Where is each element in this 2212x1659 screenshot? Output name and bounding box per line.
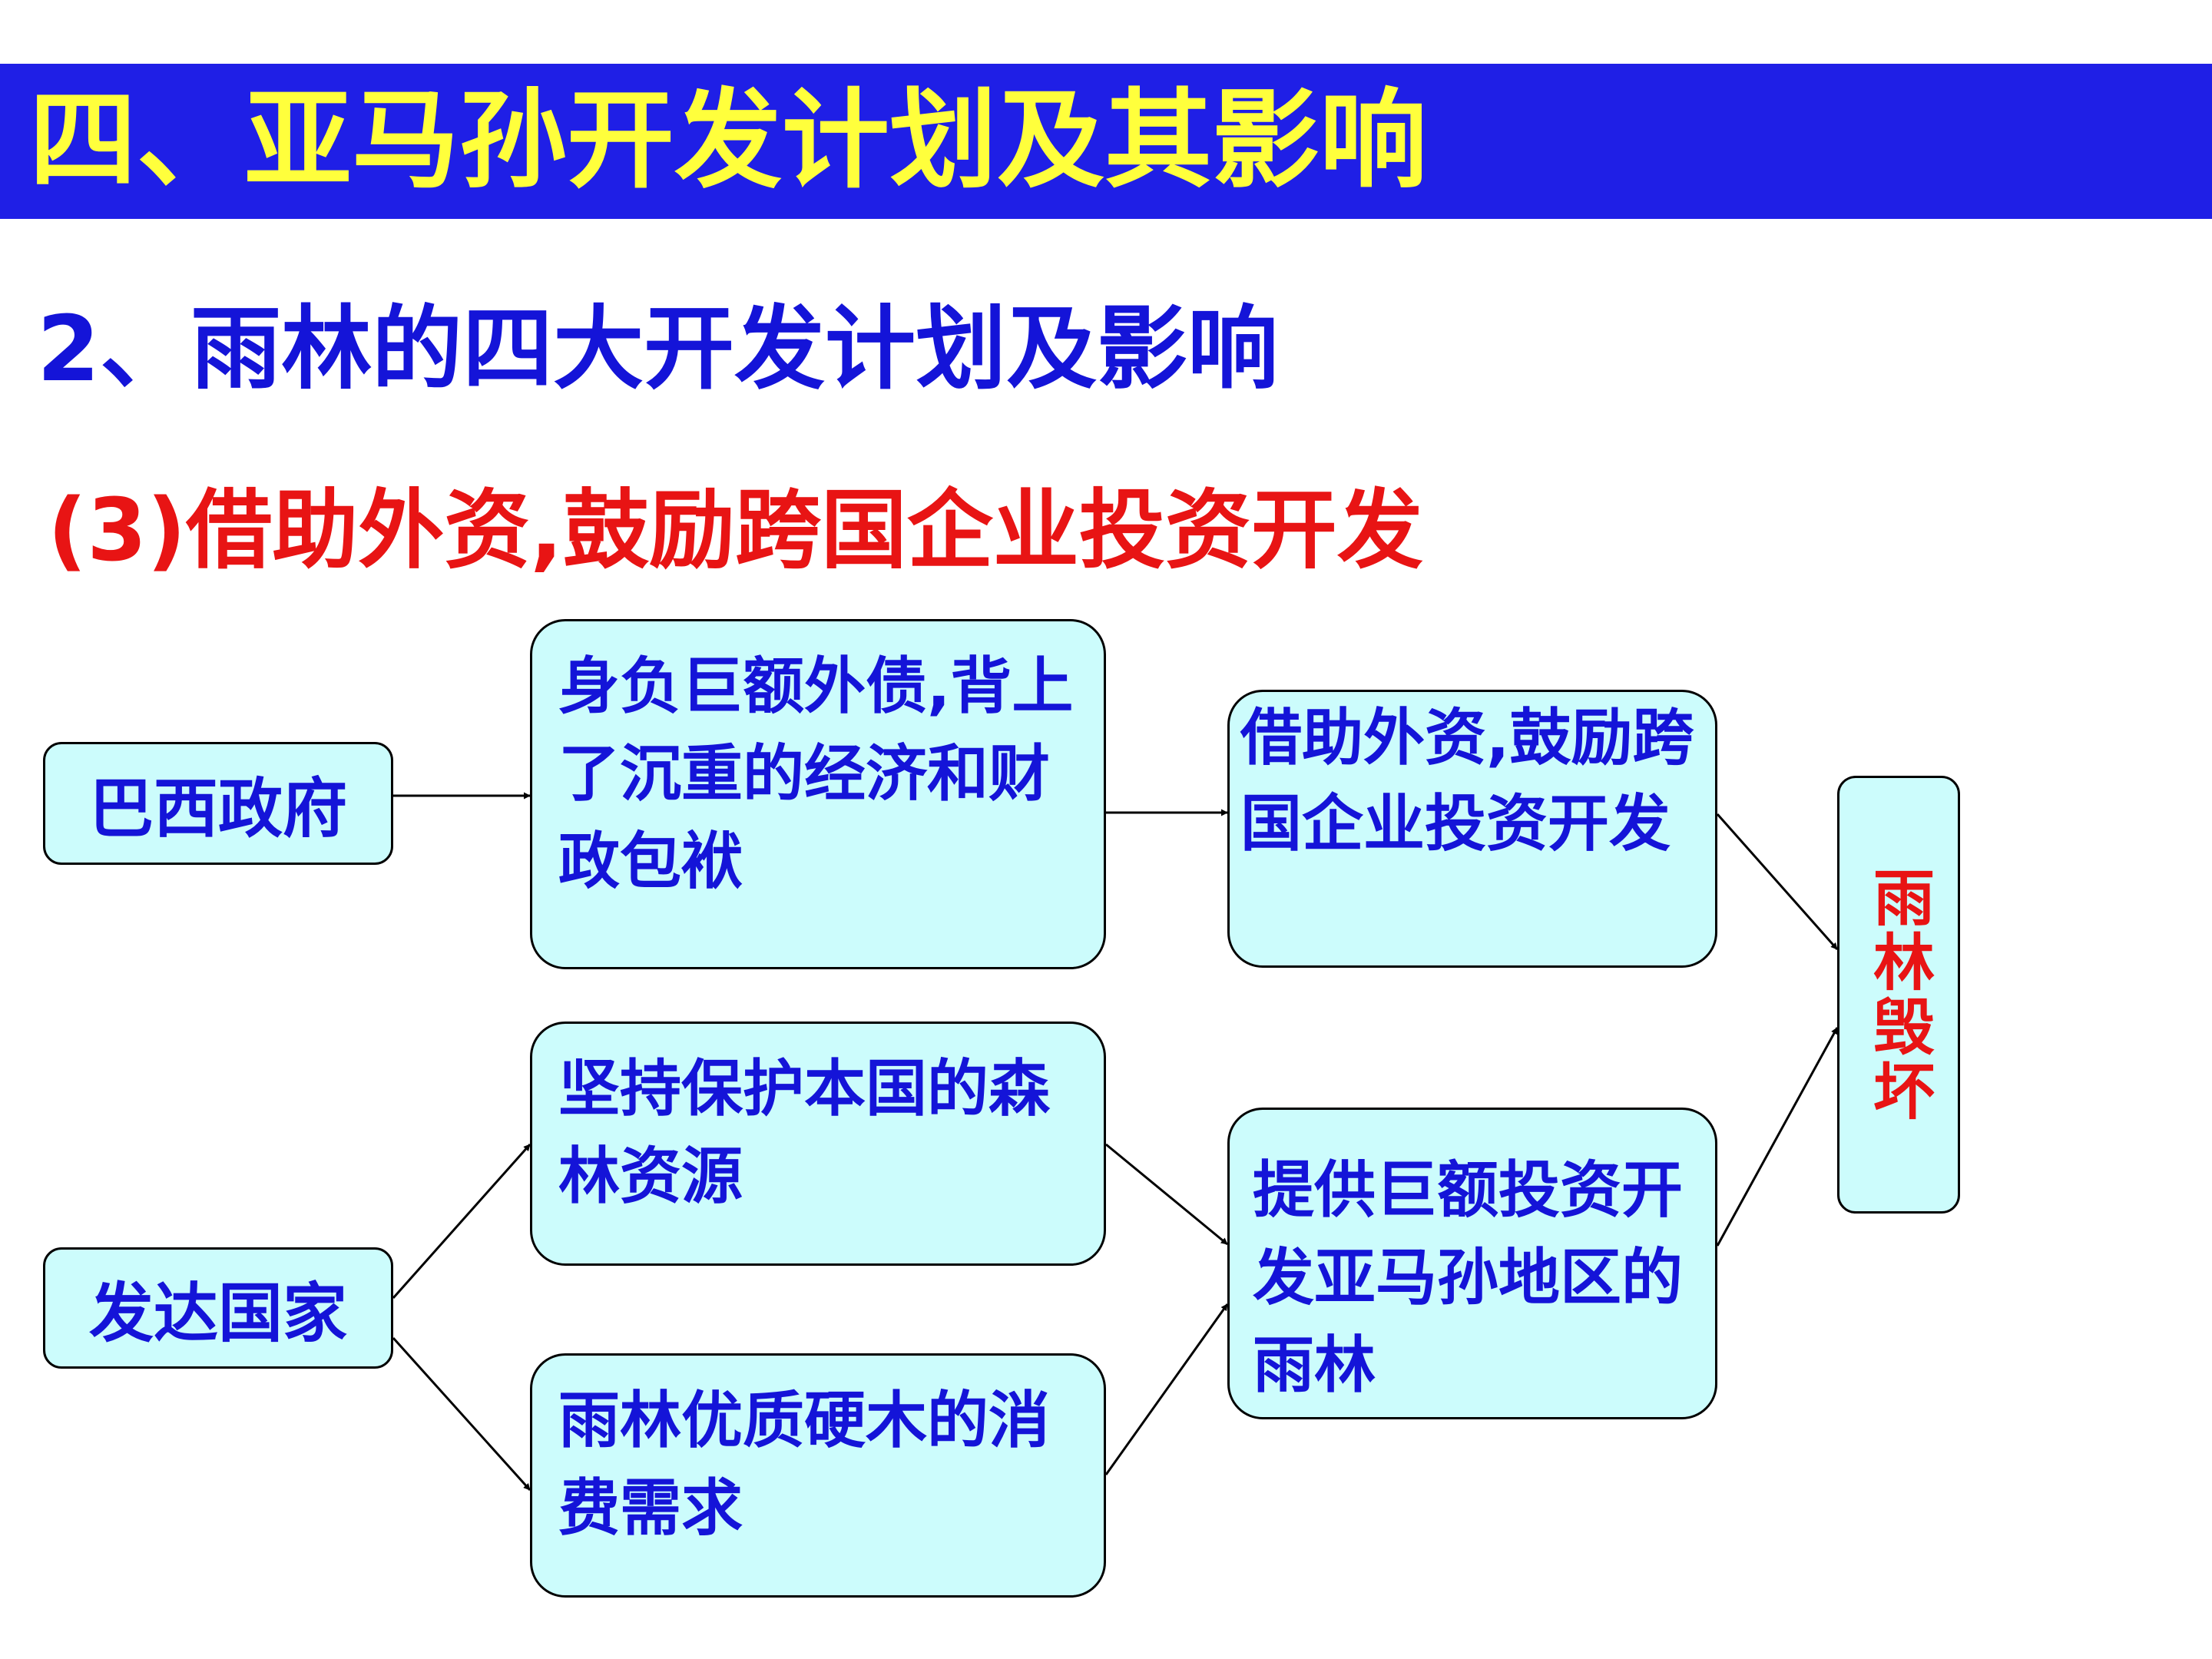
subtitle: 2、雨林的四大开发计划及影响 (37, 296, 1279, 402)
box-foreign-capital-label: 借助外资,鼓励跨国企业投资开发 (1240, 702, 1694, 859)
box-hardwood-demand: 雨林优质硬木的消费需求 (530, 1353, 1106, 1598)
box-protect-forest: 坚持保护本国的森林资源 (530, 1022, 1106, 1266)
box-foreign-capital: 借助外资,鼓励跨国企业投资开发 (1227, 690, 1717, 968)
box-brazil-government-label: 巴西政府 (88, 770, 347, 846)
box-rainforest-destruction-label: 雨林毁坏 (1863, 866, 1935, 1124)
box-hardwood-demand-label: 雨林优质硬木的消费需求 (558, 1385, 1050, 1544)
box-rainforest-destruction: 雨林毁坏 (1837, 776, 1960, 1214)
arrow-developed-to-protect (392, 1144, 531, 1299)
box-foreign-debt-label: 身负巨额外债,背上了沉重的经济和财政包袱 (558, 651, 1074, 897)
arrow-investment-to-result (1716, 1027, 1839, 1247)
box-huge-investment-label: 提供巨额投资开发亚马孙地区的雨林 (1253, 1154, 1683, 1401)
arrow-capital-to-result (1716, 813, 1839, 950)
page-title: 四、亚马孙开发计划及其影响 (29, 78, 1428, 204)
section-heading: (3)借助外资,鼓励跨国企业投资开发 (48, 481, 1423, 581)
arrow-developed-to-hardwood (392, 1336, 531, 1492)
box-developed-countries-label: 发达国家 (88, 1275, 347, 1351)
arrow-protect-to-investment (1105, 1143, 1228, 1246)
box-brazil-government: 巴西政府 (43, 742, 393, 865)
box-developed-countries: 发达国家 (43, 1247, 393, 1369)
box-foreign-debt: 身负巨额外债,背上了沉重的经济和财政包袱 (530, 619, 1106, 969)
arrow-hardwood-to-investment (1104, 1303, 1229, 1475)
box-protect-forest-label: 坚持保护本国的森林资源 (558, 1053, 1050, 1212)
box-huge-investment: 提供巨额投资开发亚马孙地区的雨林 (1227, 1108, 1717, 1419)
title-banner (0, 64, 2212, 219)
